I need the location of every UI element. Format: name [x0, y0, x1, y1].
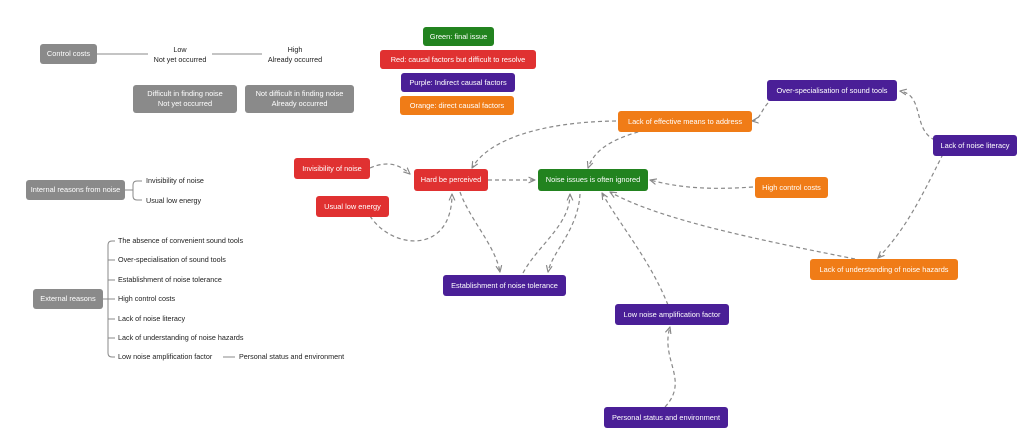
- high-control-costs-node: High control costs: [755, 177, 828, 198]
- noise-tolerance-node: Establishment of noise tolerance: [443, 275, 566, 296]
- low-amplification-node: Low noise amplification factor: [615, 304, 729, 325]
- arrow-means-to-ignored: [588, 129, 646, 168]
- internal-item-low-energy: Usual low energy: [146, 196, 202, 205]
- control-costs-node: Control costs: [40, 44, 97, 64]
- external-item-understanding: Lack of understanding of noise hazards: [118, 333, 244, 342]
- lack-noise-literacy-node: Lack of noise literacy: [933, 135, 1017, 156]
- over-specialisation-node: Over-specialisation of sound tools: [767, 80, 897, 101]
- low-label: Low Not yet occurred: [153, 45, 207, 64]
- internal-reasons-node: Internal reasons from noise: [26, 180, 125, 200]
- arrow-literacy-to-understanding: [878, 153, 944, 258]
- personal-status-node: Personal status and environment: [604, 407, 728, 428]
- arrow-understanding-to-ignored: [610, 192, 856, 260]
- arrow-personal-to-amplification: [664, 327, 676, 408]
- hard-perceived-node: Hard be perceived: [414, 169, 488, 191]
- lack-understanding-node: Lack of understanding of noise hazards: [810, 259, 958, 280]
- invisibility-node: Invisibility of noise: [294, 158, 370, 179]
- noise-ignored-node: Noise issues is often ignored: [538, 169, 648, 191]
- internal-item-invisibility: Invisibility of noise: [146, 176, 204, 185]
- arrow-hard-to-tolerance: [459, 191, 500, 272]
- arrow-lowenergy-to-hard: [369, 194, 452, 242]
- legend-orange: Orange: direct causal factors: [400, 96, 514, 115]
- external-item-tolerance: Establishment of noise tolerance: [118, 275, 222, 284]
- external-item-high-costs: High control costs: [118, 294, 176, 303]
- arrow-amplification-to-ignored: [602, 193, 669, 306]
- legend-purple: Purple: Indirect causal factors: [401, 73, 515, 92]
- usual-low-energy-node: Usual low energy: [316, 196, 389, 217]
- difficult-finding-noise-node: Difficult in finding noise Not yet occur…: [133, 85, 237, 113]
- not-difficult-finding-noise-node: Not difficult in finding noise Already o…: [245, 85, 354, 113]
- legend-green: Green: final issue: [423, 27, 494, 46]
- external-reasons-lines: [103, 240, 235, 358]
- arrow-literacy-to-over: [900, 91, 936, 141]
- high-label: High Already occurred: [267, 45, 323, 64]
- legend-red: Red: causal factors but difficult to res…: [380, 50, 536, 69]
- external-sub-item-personal: Personal status and environment: [239, 352, 345, 361]
- internal-reasons-lines: [125, 180, 142, 201]
- arrow-means-to-hard: [472, 120, 617, 168]
- causal-arrows: [369, 91, 944, 408]
- arrow-invisibility-to-hard: [369, 163, 410, 174]
- arrow-tolerance-to-ignored: [522, 194, 570, 274]
- external-reasons-node: External reasons: [33, 289, 103, 309]
- arrow-ignored-to-tolerance: [548, 193, 581, 272]
- arrow-over-to-means: [752, 102, 769, 121]
- external-item-absence-tools: The absence of convenient sound tools: [118, 236, 244, 245]
- external-item-over-specialisation: Over-specialisation of sound tools: [118, 255, 226, 264]
- arrow-highcosts-to-ignored: [650, 180, 754, 189]
- external-item-amplification: Low noise amplification factor: [118, 352, 213, 361]
- lack-effective-means-node: Lack of effective means to address: [618, 111, 752, 132]
- external-item-literacy: Lack of noise literacy: [118, 314, 186, 323]
